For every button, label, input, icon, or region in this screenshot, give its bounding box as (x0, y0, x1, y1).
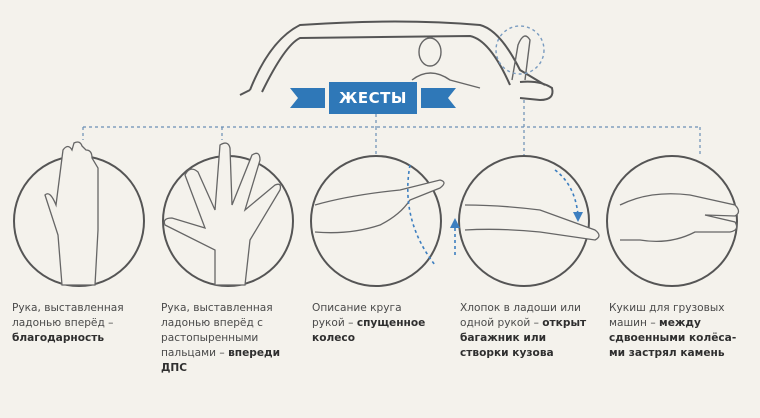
caption-meaning: спущенное колесо (312, 317, 426, 344)
gesture-circle-4 (458, 155, 590, 287)
gesture-caption-2: Рука, выставленная ладонью вперёд с раст… (161, 301, 301, 376)
gesture-circles (13, 155, 738, 287)
caption-meaning: благодарность (12, 332, 105, 344)
hand-spread-icon (163, 142, 282, 286)
banner-title: ЖЕСТЫ (329, 82, 417, 114)
hand-fig-icon (619, 193, 740, 243)
gesture-caption-5: Кукиш для грузовых машин – между сдвоенн… (609, 301, 744, 361)
caption-text: Рука, выставленная ладонью вперёд с раст… (161, 302, 273, 359)
banner-ribbon-left (290, 88, 325, 108)
gesture-caption-4: Хлопок в ладоши или одной рукой – открыт… (460, 301, 590, 361)
caption-meaning: открыт багажник или створки кузова (460, 317, 587, 359)
gesture-circle-5 (606, 155, 738, 287)
driver-illustration (411, 25, 545, 89)
caption-text: Описание круга рукой – (312, 302, 402, 329)
gesture-caption-3: Описание круга рукой – спущенное колесо (312, 301, 437, 346)
caption-text: Рука, выставленная ладонью вперёд – (12, 302, 124, 329)
motion-arrows (407, 164, 579, 266)
hand-circle-icon (314, 179, 445, 234)
hand-clap-icon (464, 204, 600, 241)
arrow-head-icon (450, 218, 460, 228)
connector-lines (82, 100, 701, 155)
caption-meaning: между сдвоенными колёса-ми застрял камен… (609, 317, 737, 359)
caption-text: Хлопок в ладоши или одной рукой – (460, 302, 581, 329)
caption-meaning: впереди ДПС (161, 347, 281, 374)
gesture-circle-3 (310, 155, 442, 287)
gesture-caption-1: Рука, выставленная ладонью вперёд – благ… (12, 301, 152, 346)
caption-text: Кукиш для грузовых машин – (609, 302, 725, 329)
arrow-head-icon (573, 212, 583, 222)
banner-ribbon-right (421, 88, 456, 108)
car-illustration (239, 20, 554, 102)
hand-palm-icon (44, 141, 99, 286)
